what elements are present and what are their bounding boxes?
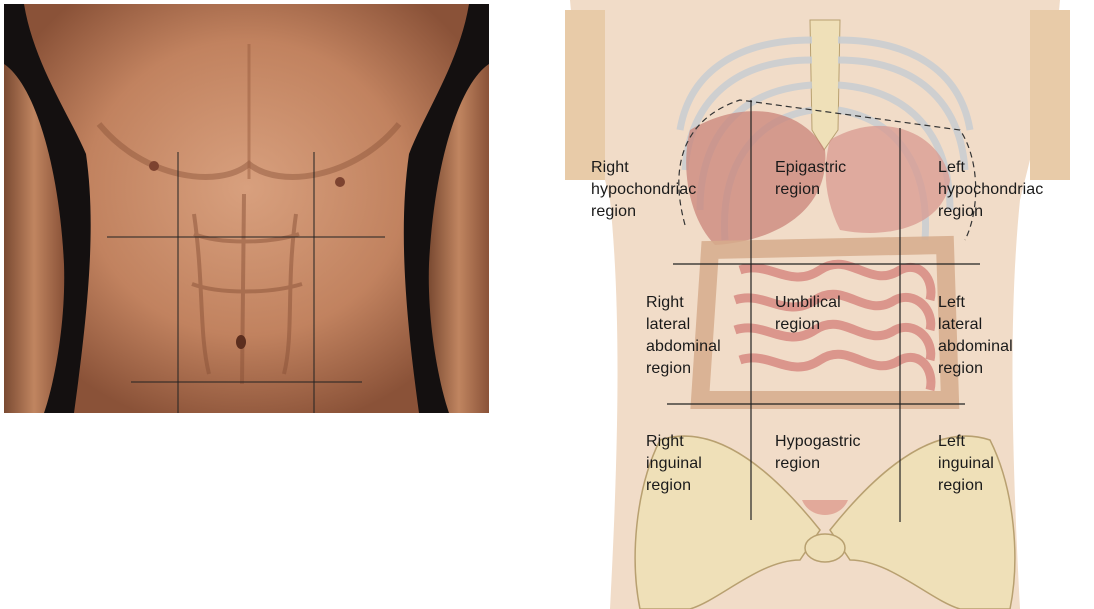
label-left-inguinal: Left inguinal region <box>938 431 994 497</box>
label-left-lateral-abdominal: Left lateral abdominal region <box>938 292 1013 380</box>
torso-photo-drawing <box>4 4 489 413</box>
label-right-lateral-abdominal: Right lateral abdominal region <box>646 292 721 380</box>
abdominal-regions-illustration: Right hypochondriac region Epigastric re… <box>540 0 1094 609</box>
label-hypogastric: Hypogastric region <box>775 431 861 475</box>
label-epigastric: Epigastric region <box>775 157 846 201</box>
sternum <box>810 20 840 150</box>
label-right-inguinal: Right inguinal region <box>646 431 702 497</box>
label-left-hypochondriac: Left hypochondriac region <box>938 157 1043 223</box>
label-umbilical: Umbilical region <box>775 292 841 336</box>
left-nipple <box>335 177 345 187</box>
torso <box>24 4 469 413</box>
torso-photo <box>4 4 489 413</box>
right-nipple <box>149 161 159 171</box>
right-arm-illustration <box>565 10 605 180</box>
left-arm-illustration <box>1030 10 1070 180</box>
label-right-hypochondriac: Right hypochondriac region <box>591 157 696 223</box>
navel <box>236 335 246 349</box>
